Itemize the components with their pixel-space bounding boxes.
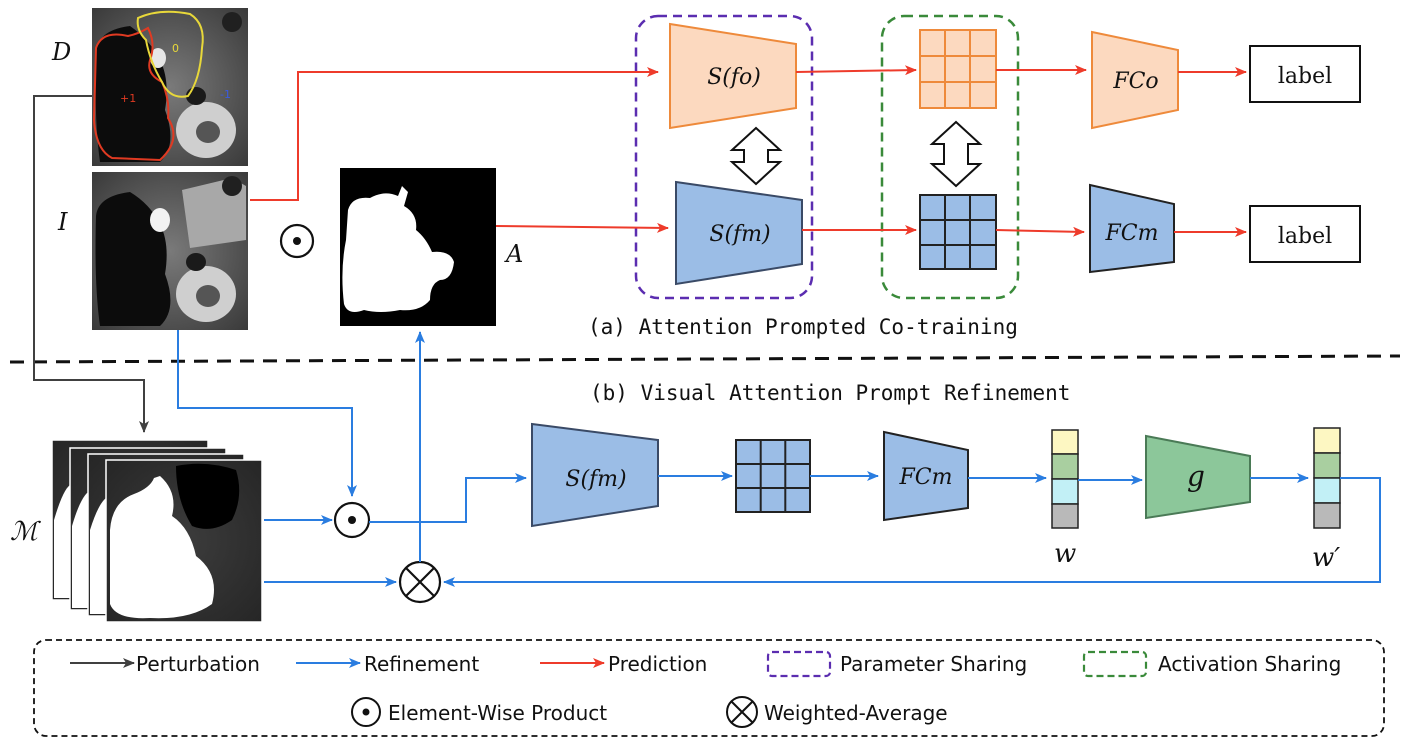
refiner-g: g	[1145, 434, 1251, 520]
perturbation-arrow	[33, 95, 149, 433]
output-label-top: label	[1249, 45, 1361, 103]
weight-vector-w	[1051, 429, 1079, 529]
encoder-s-fm-top-label: S(fm)	[709, 222, 770, 247]
prediction-arrow-a-to-s-fm	[495, 222, 669, 233]
refinement-arrow-i-to-product	[177, 330, 357, 497]
encoder-s-fm-bottom-label: S(fm)	[565, 467, 626, 492]
element-wise-product-symbol-bottom	[333, 501, 371, 539]
output-label-top-text: label	[1278, 64, 1332, 89]
label-a: A	[504, 240, 523, 268]
classifier-fc-m-top: FCm	[1089, 183, 1175, 274]
contour-label-plus-one: +1	[120, 92, 136, 105]
label-w: w	[1054, 539, 1076, 569]
contour-label-zero: 0	[172, 42, 179, 55]
ct-image-i	[92, 172, 248, 330]
share-double-arrow-encoders	[729, 126, 783, 186]
refinement-arrow-w-prime-to-weighted-average	[443, 477, 1381, 587]
prediction-arrow-s-fo-to-grid	[795, 65, 917, 76]
label-w-prime: w′	[1312, 543, 1340, 573]
encoder-s-fo-label: S(fo)	[707, 65, 761, 90]
encoder-s-fm-top: S(fm)	[675, 180, 803, 286]
share-double-arrow-activations	[929, 120, 983, 188]
contour-label-minus-one: -1	[220, 88, 231, 101]
prediction-arrow-i-to-s-fo	[250, 67, 659, 201]
section-a-title: (a) Attention Prompted Co-training	[588, 315, 1018, 339]
feature-grid-blue-top	[919, 194, 997, 270]
element-wise-product-symbol-top	[279, 223, 315, 259]
legend-activation-sharing: Activation Sharing	[1158, 652, 1341, 676]
feature-grid-blue-bottom	[735, 439, 811, 513]
weight-vector-w-prime	[1313, 427, 1341, 529]
label-d: D	[51, 38, 71, 66]
attention-mask-a	[340, 168, 496, 326]
output-label-bottom: label	[1249, 205, 1361, 263]
legend-element-wise-product: Element-Wise Product	[388, 701, 607, 725]
legend-prediction: Prediction	[608, 652, 707, 676]
classifier-fc-m-top-label: FCm	[1105, 221, 1159, 246]
legend-parameter-sharing: Parameter Sharing	[840, 652, 1027, 676]
ct-image-d: 0 +1 -1	[92, 8, 248, 166]
prediction-arrow-grid-to-fc-m	[995, 226, 1085, 237]
section-divider	[9, 354, 1401, 364]
refiner-g-label: g	[1187, 460, 1205, 493]
parameter-sharing-box	[634, 14, 814, 300]
label-m: ℳ	[10, 517, 41, 547]
classifier-fc-o-label: FCo	[1112, 69, 1158, 94]
classifier-fc-o: FCo	[1091, 30, 1179, 130]
activation-sharing-box	[880, 14, 1020, 300]
classifier-fc-m-bottom: FCm	[883, 430, 969, 522]
perturbed-mask-stack	[51, 439, 263, 623]
feature-grid-orange	[919, 29, 997, 109]
legend-perturbation: Perturbation	[136, 652, 260, 676]
label-i: I	[57, 208, 68, 236]
legend-refinement: Refinement	[364, 652, 479, 676]
encoder-s-fm-bottom: S(fm)	[531, 422, 659, 528]
section-b-title: (b) Visual Attention Prompt Refinement	[590, 381, 1070, 405]
refinement-arrow-product-to-s-fm	[369, 473, 527, 523]
weighted-average-symbol	[398, 560, 442, 604]
encoder-s-fo: S(fo)	[669, 22, 797, 130]
legend-weighted-average: Weighted-Average	[764, 701, 948, 725]
legend: Perturbation Refinement Prediction Param…	[33, 639, 1385, 737]
classifier-fc-m-bottom-label: FCm	[899, 465, 953, 490]
output-label-bottom-text: label	[1278, 224, 1332, 249]
